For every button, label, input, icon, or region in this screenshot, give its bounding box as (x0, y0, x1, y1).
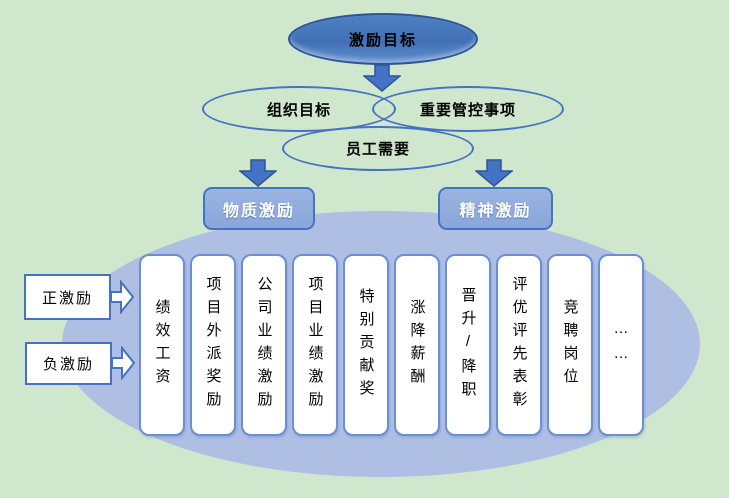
negative-incentive-label: 负激励 (42, 356, 94, 373)
material-incentive-box: 物质激励 (203, 187, 315, 230)
positive-incentive-box: 正激励 (24, 274, 111, 320)
item-label: 评优评先表彰 (510, 276, 528, 414)
item-special-contribution-award: 特别贡献奖 (343, 254, 389, 436)
organization-goal-ellipse: 组织目标 (202, 86, 396, 132)
item-competitive-posting: 竞聘岗位 (547, 254, 593, 436)
key-control-matters-ellipse: 重要管控事项 (372, 86, 564, 132)
down-arrow-icon (475, 159, 513, 187)
spiritual-incentive-box: 精神激励 (438, 187, 553, 230)
item-performance-pay: 绩效工资 (139, 254, 185, 436)
item-promotion-demotion: 晋升/降职 (445, 254, 491, 436)
down-arrow-icon (239, 159, 277, 187)
item-label: 涨降薪酬 (408, 299, 426, 391)
down-arrow-icon (363, 64, 401, 92)
item-label: 晋升/降职 (459, 286, 477, 404)
item-label: 公司业绩激励 (255, 276, 273, 414)
incentive-goal-label: 激励目标 (348, 31, 417, 49)
key-control-matters-label: 重要管控事项 (419, 101, 516, 119)
incentive-items-row: 绩效工资 项目外派奖励 公司业绩激励 项目业绩激励 特别贡献奖 涨降薪酬 晋升/… (139, 254, 644, 436)
employee-needs-label: 员工需要 (345, 141, 410, 158)
item-project-performance-incentive: 项目业绩激励 (292, 254, 338, 436)
item-label: 特别贡献奖 (357, 287, 375, 403)
item-label: 绩效工资 (153, 299, 171, 391)
organization-goal-label: 组织目标 (266, 101, 331, 119)
item-company-performance-incentive: 公司业绩激励 (241, 254, 287, 436)
spiritual-incentive-label: 精神激励 (459, 202, 532, 220)
material-incentive-label: 物质激励 (222, 202, 295, 220)
right-arrow-icon (111, 346, 135, 380)
item-label: …… (612, 320, 630, 370)
item-salary-adjustment: 涨降薪酬 (394, 254, 440, 436)
positive-incentive-label: 正激励 (41, 289, 93, 307)
item-project-assignment-reward: 项目外派奖励 (190, 254, 236, 436)
item-excellence-commendation: 评优评先表彰 (496, 254, 542, 436)
negative-incentive-box: 负激励 (25, 342, 112, 385)
incentive-goal-ellipse: 激励目标 (288, 13, 478, 65)
item-label: 项目业绩激励 (306, 276, 324, 414)
item-label: 项目外派奖励 (204, 276, 222, 414)
item-label: 竞聘岗位 (561, 299, 579, 391)
employee-needs-ellipse: 员工需要 (282, 126, 474, 171)
right-arrow-icon (110, 280, 134, 314)
item-more-ellipsis: …… (598, 254, 644, 436)
